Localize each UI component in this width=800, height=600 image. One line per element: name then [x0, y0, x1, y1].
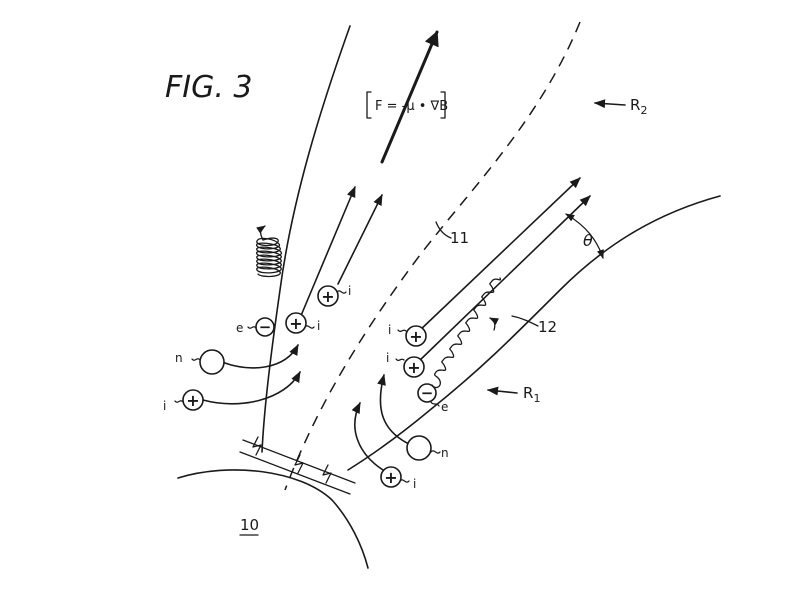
angle-theta-label: θ	[583, 231, 593, 250]
neutral-left-path	[224, 344, 299, 369]
neutral-right-tag: n	[441, 446, 449, 460]
region-r1-label: R1	[523, 384, 540, 405]
ion-2: + i	[317, 284, 351, 307]
field-line-12	[347, 195, 721, 471]
ion-left-path	[202, 371, 301, 405]
electron-left-tag: e	[236, 321, 243, 335]
svg-text:−: −	[259, 318, 272, 336]
ion-2-tag: i	[348, 284, 351, 298]
ion-escape-arrow-4	[417, 195, 591, 363]
formula-box: F = -μ • ∇B	[366, 91, 448, 119]
neutral-left-tag: n	[175, 351, 183, 365]
ion-4-tag: i	[386, 351, 389, 365]
ion-6-tag: i	[413, 477, 416, 491]
svg-text:+: +	[409, 327, 422, 346]
force-formula: F = -μ • ∇B	[375, 99, 448, 114]
ion-1: + i	[285, 312, 320, 334]
neutral-left: n	[175, 349, 225, 375]
boundary-11-leader	[435, 221, 452, 239]
interface-symbol	[239, 436, 356, 495]
svg-text:+: +	[407, 358, 420, 377]
boundary-11-dashed	[284, 21, 581, 491]
ion-escape-arrow-1	[299, 185, 356, 319]
planet-surface	[177, 469, 369, 569]
electron-left: − e	[236, 317, 275, 337]
planet-label-10: 10	[240, 516, 259, 534]
field-line-12-leader	[511, 315, 539, 327]
neutral-right-path	[377, 373, 408, 444]
ion-escape-arrow-2	[337, 193, 383, 285]
ion-1-tag: i	[317, 319, 320, 333]
ion-4: + i	[386, 351, 425, 378]
ion-5-tag: i	[163, 399, 166, 413]
ion-escape-arrow-3	[417, 177, 581, 333]
right-electron-spiral	[431, 277, 502, 389]
ion-3: + i	[388, 323, 427, 347]
svg-text:+: +	[321, 287, 334, 306]
region-r2-label: R2	[630, 96, 647, 117]
left-field-line	[261, 25, 351, 453]
left-electron-spiral	[256, 225, 282, 278]
electron-right: − e	[417, 383, 448, 414]
force-arrow	[380, 30, 439, 164]
svg-text:+: +	[289, 314, 302, 333]
angle-theta-arc	[565, 213, 604, 259]
region-r1-arrow	[486, 386, 518, 396]
svg-text:+: +	[186, 391, 199, 410]
ion-6: + i	[380, 466, 416, 491]
neutral-right: n	[406, 435, 449, 461]
region-r2-arrow	[593, 99, 626, 109]
svg-text:−: −	[421, 384, 434, 402]
ion-right-path	[351, 401, 384, 471]
boundary-label-11: 11	[450, 229, 469, 247]
ion-3-tag: i	[388, 323, 391, 337]
field-line-label-12: 12	[538, 318, 557, 336]
svg-text:+: +	[384, 468, 397, 487]
ion-5: + i	[163, 389, 204, 413]
electron-right-tag: e	[441, 400, 448, 414]
figure-label: FIG. 3	[165, 70, 253, 105]
